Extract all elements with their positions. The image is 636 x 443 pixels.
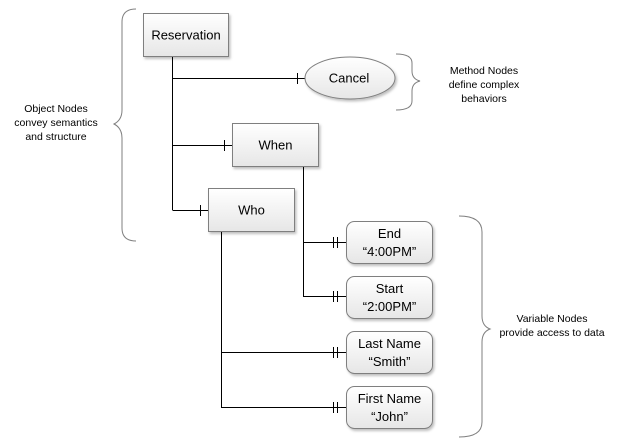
method-nodes-annotation-line-2: define complex	[449, 79, 520, 91]
object-node-who: Who	[208, 188, 295, 232]
connectors	[172, 57, 346, 413]
variable-node-first-name: First Name “John”	[346, 386, 433, 429]
start-value: “2:00PM”	[363, 299, 416, 314]
variable-nodes-annotation: Variable Nodes provide access to data	[499, 313, 604, 339]
cancel-label: Cancel	[329, 71, 370, 86]
last-name-name: Last Name	[358, 336, 421, 351]
object-nodes-annotation: Object Nodes convey semantics and struct…	[14, 103, 97, 143]
object-nodes-annotation-line-1: Object Nodes	[24, 103, 88, 115]
object-nodes-annotation-line-2: convey semantics	[14, 117, 97, 129]
object-nodes-annotation-line-3: and structure	[25, 131, 86, 143]
object-nodes-bracket	[112, 8, 137, 242]
variable-nodes-bracket	[458, 215, 492, 438]
end-name: End	[378, 226, 401, 241]
who-label: Who	[238, 203, 265, 218]
variable-nodes-annotation-line-1: Variable Nodes	[516, 313, 587, 325]
first-name-name: First Name	[358, 391, 422, 406]
brackets	[112, 8, 492, 438]
end-value: “4:00PM”	[363, 244, 416, 259]
start-name: Start	[376, 281, 404, 296]
last-name-value: “Smith”	[369, 354, 411, 369]
first-name-value: “John”	[371, 409, 408, 424]
method-nodes-bracket	[395, 53, 421, 111]
variable-nodes-annotation-line-2: provide access to data	[499, 327, 604, 339]
method-nodes-annotation-line-3: behaviors	[461, 93, 507, 105]
when-label: When	[259, 138, 293, 153]
variable-node-end: End “4:00PM”	[346, 221, 433, 264]
method-node-cancel: Cancel	[304, 56, 396, 100]
method-nodes-annotation: Method Nodes define complex behaviors	[449, 65, 520, 105]
method-nodes-annotation-line-1: Method Nodes	[450, 65, 518, 77]
variable-node-last-name: Last Name “Smith”	[346, 331, 433, 374]
object-node-when: When	[232, 123, 319, 167]
variable-node-start: Start “2:00PM”	[346, 276, 433, 319]
reservation-label: Reservation	[151, 28, 220, 43]
object-node-reservation: Reservation	[143, 13, 229, 57]
